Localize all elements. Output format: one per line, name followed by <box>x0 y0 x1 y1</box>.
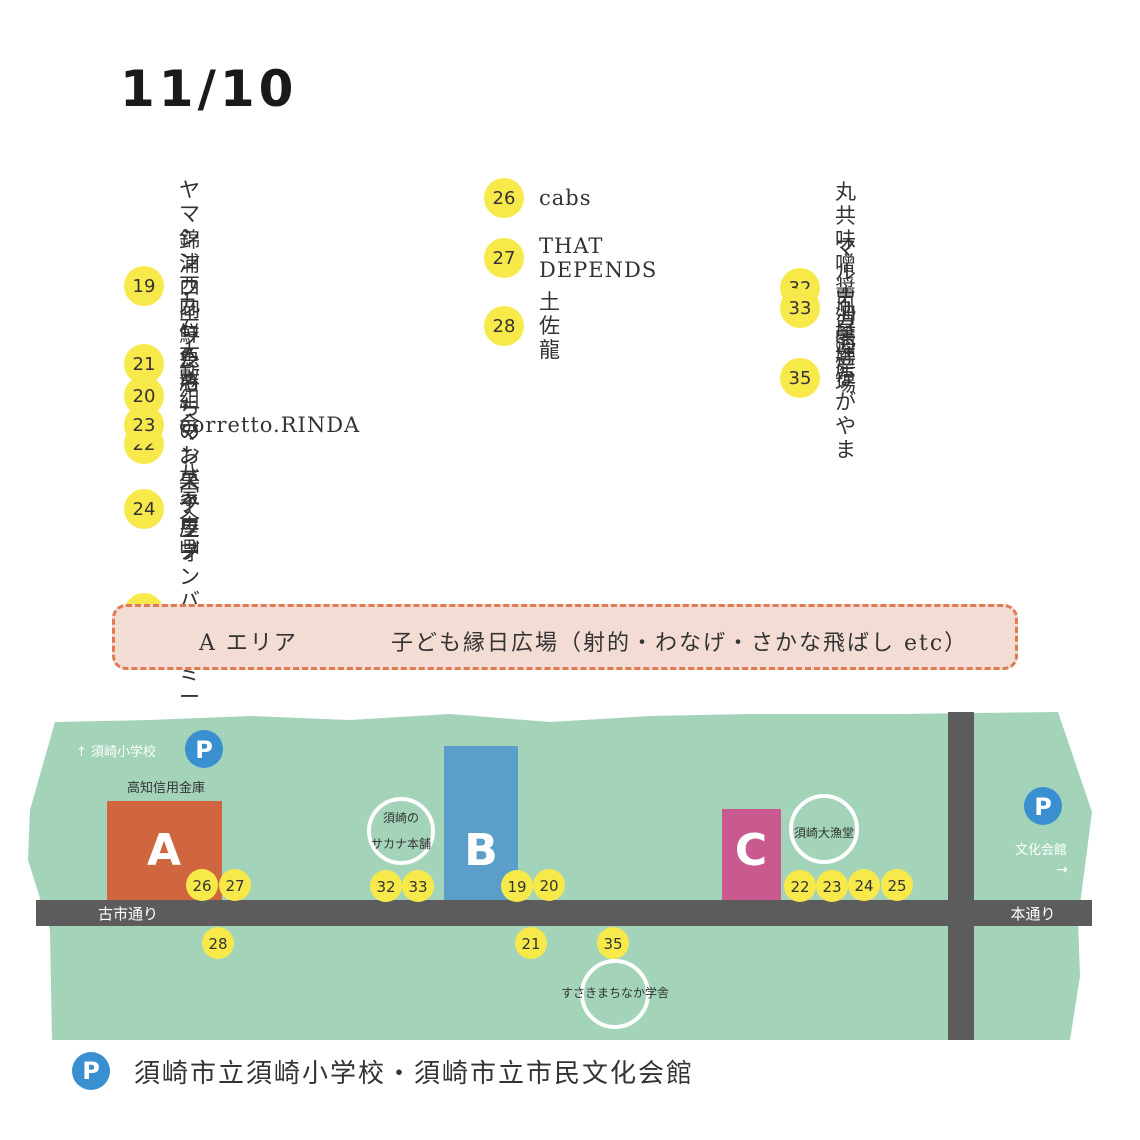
vendor-name: 八家企画 <box>179 461 201 557</box>
sakana-honpo-marker <box>367 797 435 865</box>
vendor-item: 21 九石大敷組合 <box>124 292 201 436</box>
vendor-number-badge: 24 <box>124 489 164 529</box>
event-map: A B C ↑ 須崎小学校 高知信用金庫 須崎の サカナ本舗 須崎大漁堂 文化会… <box>28 712 1092 1040</box>
vendor-item: 26 cabs <box>484 178 592 218</box>
spot-number: 24 <box>854 877 873 895</box>
vendor-number-badge: 21 <box>124 344 164 384</box>
vendor-name: マルナカ海産 <box>835 236 857 380</box>
vendor-name: THAT DEPENDS <box>539 234 658 282</box>
parking-symbol: P <box>195 736 213 764</box>
spot-number: 19 <box>507 878 526 896</box>
vendor-name: 丸共味噌醤油醸造場 <box>835 180 857 396</box>
vendor-number-badge: 26 <box>484 178 524 218</box>
map-spot: 22 <box>784 870 816 902</box>
parking-symbol: P <box>1034 793 1052 821</box>
map-spot: 26 <box>186 869 218 901</box>
machinaka-school-marker <box>580 959 650 1029</box>
map-spot: 33 <box>402 870 434 902</box>
spot-number: 35 <box>603 935 622 953</box>
vendor-item: 35 凧屋輝 ながやま <box>780 294 857 462</box>
vendor-item: 23 corretto.RINDA <box>124 405 360 445</box>
block-c <box>722 809 781 900</box>
sakana-label-line1: 須崎の <box>383 811 419 825</box>
spot-number: 23 <box>822 878 841 896</box>
event-label: 子ども縁日広場（射的・わなげ・さかな飛ばし etc） <box>391 631 969 656</box>
spot-number: 25 <box>887 877 906 895</box>
map-spot: 19 <box>501 870 533 902</box>
map-spot: 32 <box>370 870 402 902</box>
sakana-label-line2: サカナ本舗 <box>371 837 431 851</box>
vendor-number-badge: 19 <box>124 266 164 306</box>
date-title: 11/10 <box>120 60 298 118</box>
culture-hall-label: 文化会館 <box>1015 843 1067 858</box>
map-spot: 24 <box>848 869 880 901</box>
spot-number: 22 <box>790 878 809 896</box>
block-b-letter: B <box>464 825 498 876</box>
map-spot: 20 <box>533 869 565 901</box>
map-spot: 28 <box>202 927 234 959</box>
spot-number: 26 <box>192 877 211 895</box>
parking-icon: P <box>72 1052 110 1090</box>
vendor-number-badge: 33 <box>780 288 820 328</box>
map-spot: 35 <box>597 927 629 959</box>
vertical-road <box>948 712 974 1040</box>
vendor-number-badge: 35 <box>780 358 820 398</box>
hon-street-label: 本通り <box>1010 905 1055 923</box>
map-spot: 23 <box>816 870 848 902</box>
map-spot: 25 <box>881 869 913 901</box>
vendor-number-badge: 27 <box>484 238 524 278</box>
area-label: A エリア <box>199 631 298 656</box>
vendor-item: 20 錦浦 フィッシャーマンズクラブ <box>124 228 201 564</box>
culture-hall-arrow: → <box>1056 862 1068 878</box>
map-spot: 21 <box>515 927 547 959</box>
vendor-name: 九石大敷組合 <box>179 292 201 436</box>
parking-legend: P 須崎市立須崎小学校・須崎市立市民文化会館 <box>72 1052 694 1090</box>
spot-number: 32 <box>376 878 395 896</box>
vendor-item: 19 ヤマシン西岡鮮魚店 <box>124 178 201 394</box>
vendor-name: 土佐龍 <box>539 290 561 362</box>
vendor-name: 凧屋輝 ながやま <box>835 294 857 462</box>
vendor-item: 33 マルナカ海産 <box>780 236 857 380</box>
vendor-item: 24 八家企画 <box>124 461 201 557</box>
vendor-name: cabs <box>539 186 592 210</box>
map-spot: 27 <box>219 869 251 901</box>
block-c-letter: C <box>735 825 767 876</box>
fishing-office-label: 須崎大漁堂 <box>794 826 854 840</box>
parking-icon <box>1024 787 1062 825</box>
school-arrow-label: ↑ 須崎小学校 <box>76 744 156 760</box>
parking-legend-text: 須崎市立須崎小学校・須崎市立市民文化会館 <box>134 1058 695 1089</box>
vendor-name: 錦浦 フィッシャーマンズクラブ <box>179 228 201 564</box>
spot-number: 20 <box>539 877 558 895</box>
vendor-item: 28 土佐龍 <box>484 290 561 362</box>
parking-icon <box>185 730 223 768</box>
bank-label: 高知信用金庫 <box>127 780 205 796</box>
fishing-office-marker <box>789 794 859 864</box>
vendor-name: corretto.RINDA <box>179 413 361 437</box>
vendor-number-badge: 28 <box>484 306 524 346</box>
vendor-number-badge: 23 <box>124 405 164 445</box>
furuichi-road <box>36 900 1092 926</box>
spot-number: 21 <box>521 935 540 953</box>
block-b <box>444 746 518 900</box>
spot-number: 28 <box>208 935 227 953</box>
furuichi-street-label: 古市通り <box>98 905 158 923</box>
vendor-item: 27 THAT DEPENDS <box>484 234 657 282</box>
spot-number: 27 <box>225 877 244 895</box>
spot-number: 33 <box>408 878 427 896</box>
area-banner: A エリア 子ども縁日広場（射的・わなげ・さかな飛ばし etc） <box>112 604 1018 670</box>
block-a-letter: A <box>147 825 181 876</box>
vendor-name: ヤマシン西岡鮮魚店 <box>179 178 201 394</box>
machinaka-school-label: すさきまちなか学舎 <box>561 985 669 1000</box>
vendor-name: たろちのお菓子屋 <box>179 348 201 540</box>
